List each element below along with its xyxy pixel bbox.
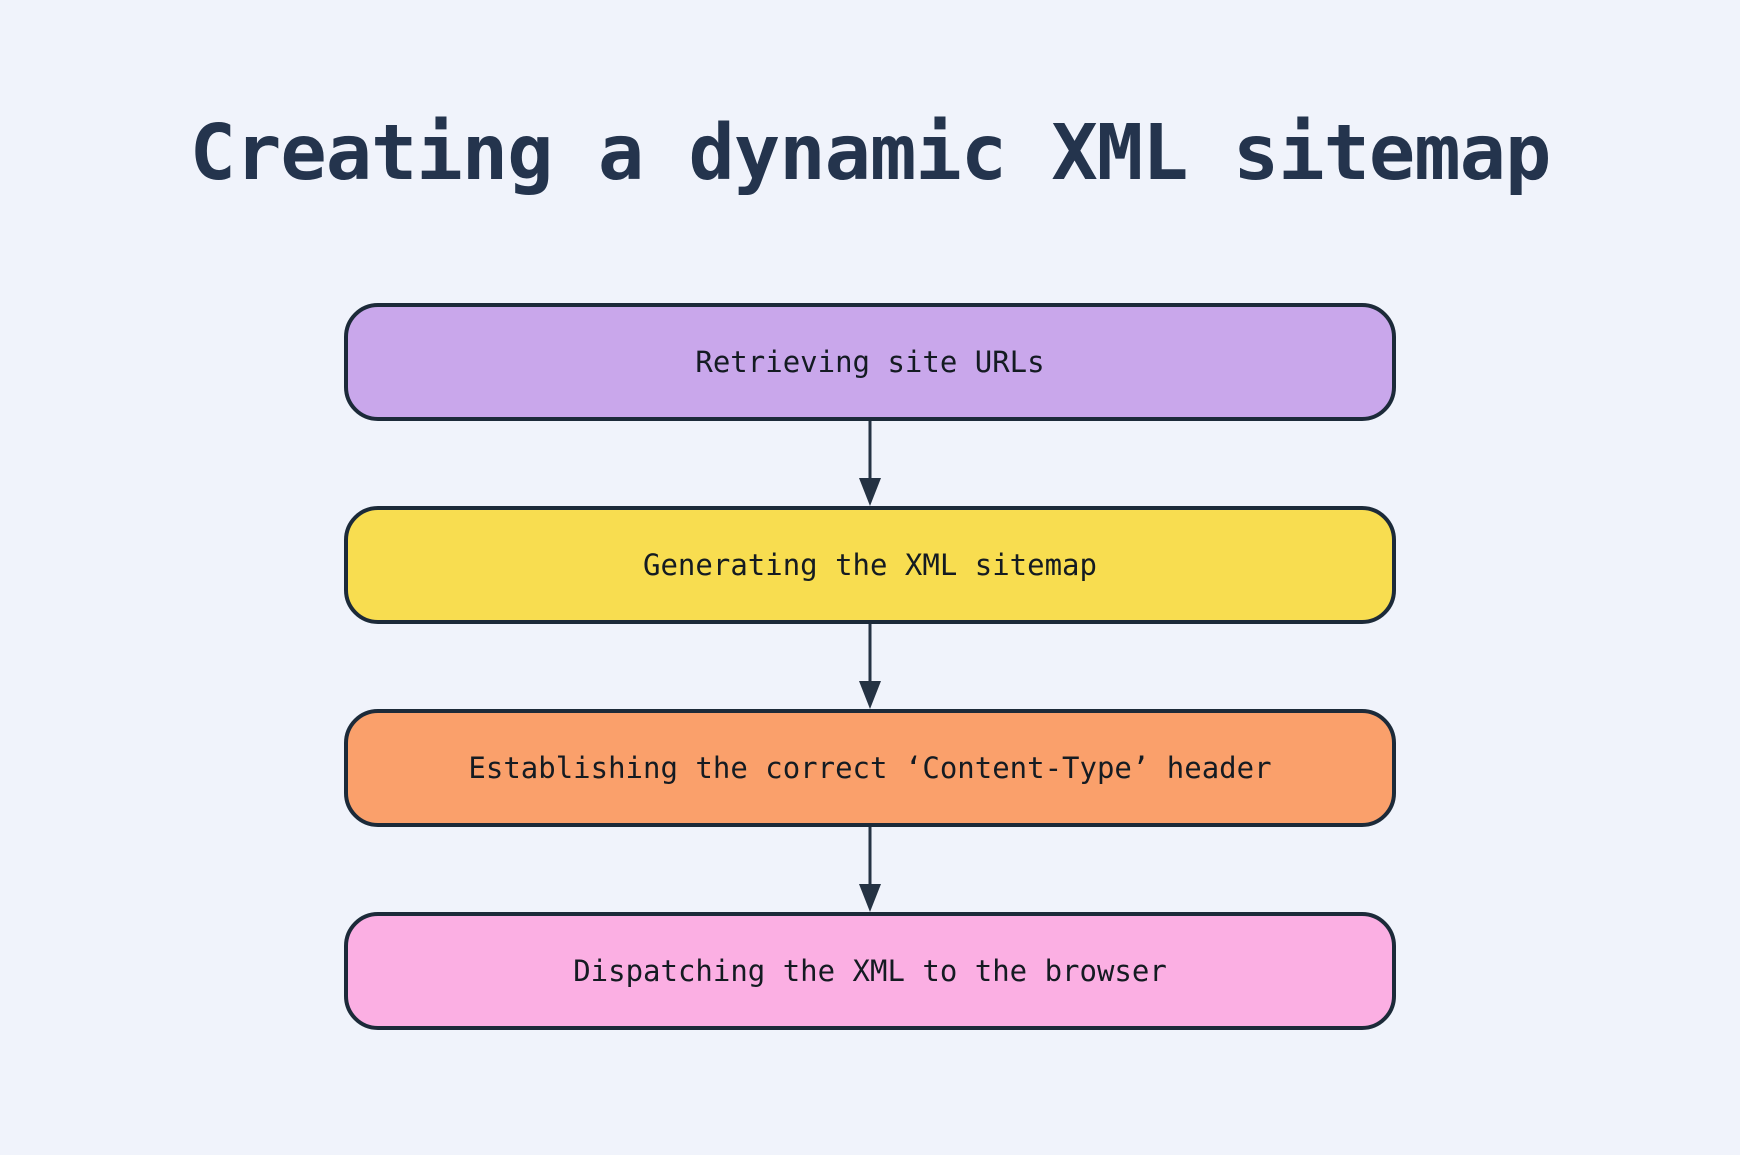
flow-step-retrieving-site-urls: Retrieving site URLs — [344, 303, 1396, 422]
step-label: Generating the XML sitemap — [643, 548, 1097, 583]
flowchart: Retrieving site URLs Generating the XML … — [344, 303, 1396, 1031]
flow-step-dispatching-xml-to-browser: Dispatching the XML to the browser — [344, 912, 1396, 1031]
flow-step-generating-xml-sitemap: Generating the XML sitemap — [344, 506, 1396, 625]
page-title: Creating a dynamic XML sitemap — [189, 109, 1552, 198]
down-arrow-icon — [859, 421, 881, 507]
step-label: Establishing the correct ‘Content-Type’ … — [468, 751, 1272, 786]
down-arrow-icon — [859, 624, 881, 710]
flow-step-establishing-content-type-header: Establishing the correct ‘Content-Type’ … — [344, 709, 1396, 828]
down-arrow-icon — [859, 827, 881, 913]
step-label: Dispatching the XML to the browser — [573, 954, 1167, 989]
step-label: Retrieving site URLs — [695, 345, 1045, 380]
